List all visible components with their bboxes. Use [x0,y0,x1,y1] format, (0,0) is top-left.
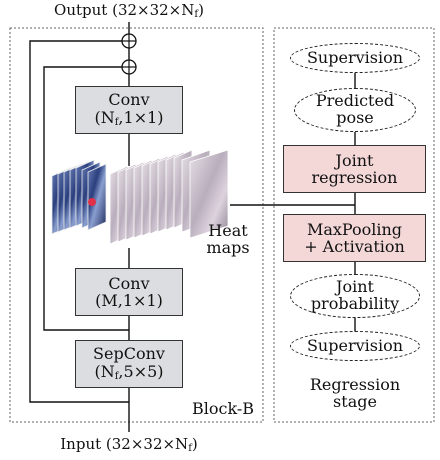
heat-maps-right-stack [109,149,229,245]
conv-nf-1x1-box: Conv (Nf,1×1) [75,86,183,134]
conv-top-params: (Nf,1×1) [94,107,164,128]
output-label: Output (32×32×Nf) [54,1,204,20]
regression-stage-caption: Regression stage [309,375,401,412]
conv-top-title: Conv [108,90,150,110]
predicted-pose-node: Predicted pose [294,88,416,132]
conv-mid-title: Conv [108,273,150,293]
heat-maps-label: Heat maps [206,221,250,258]
joint-probability-node: Joint probability [290,274,420,318]
input-label: Input (32×32×Nf) [60,435,198,454]
skip-connection-outer [29,40,129,403]
supervision-bottom-node: Supervision [290,331,420,361]
sepconv-params: (Nf,5×5) [94,361,164,382]
conv-mid-params: (M,1×1) [95,291,163,310]
maxpooling-activation-box: MaxPooling + Activation [283,214,426,262]
sepconv-title: SepConv [93,344,165,364]
joint-regression-box: Joint regression [283,145,426,193]
heat-maps-left-stack [51,159,107,235]
regression-stage-frame [273,27,435,423]
supervision-top-node: Supervision [290,43,420,73]
block-b-caption: Block-B [191,399,255,418]
block-b-frame [9,27,264,423]
skip-connection-inner [43,66,129,331]
conv-m-1x1-box: Conv (M,1×1) [75,268,183,316]
sepconv-box: SepConv (Nf,5×5) [75,340,183,388]
